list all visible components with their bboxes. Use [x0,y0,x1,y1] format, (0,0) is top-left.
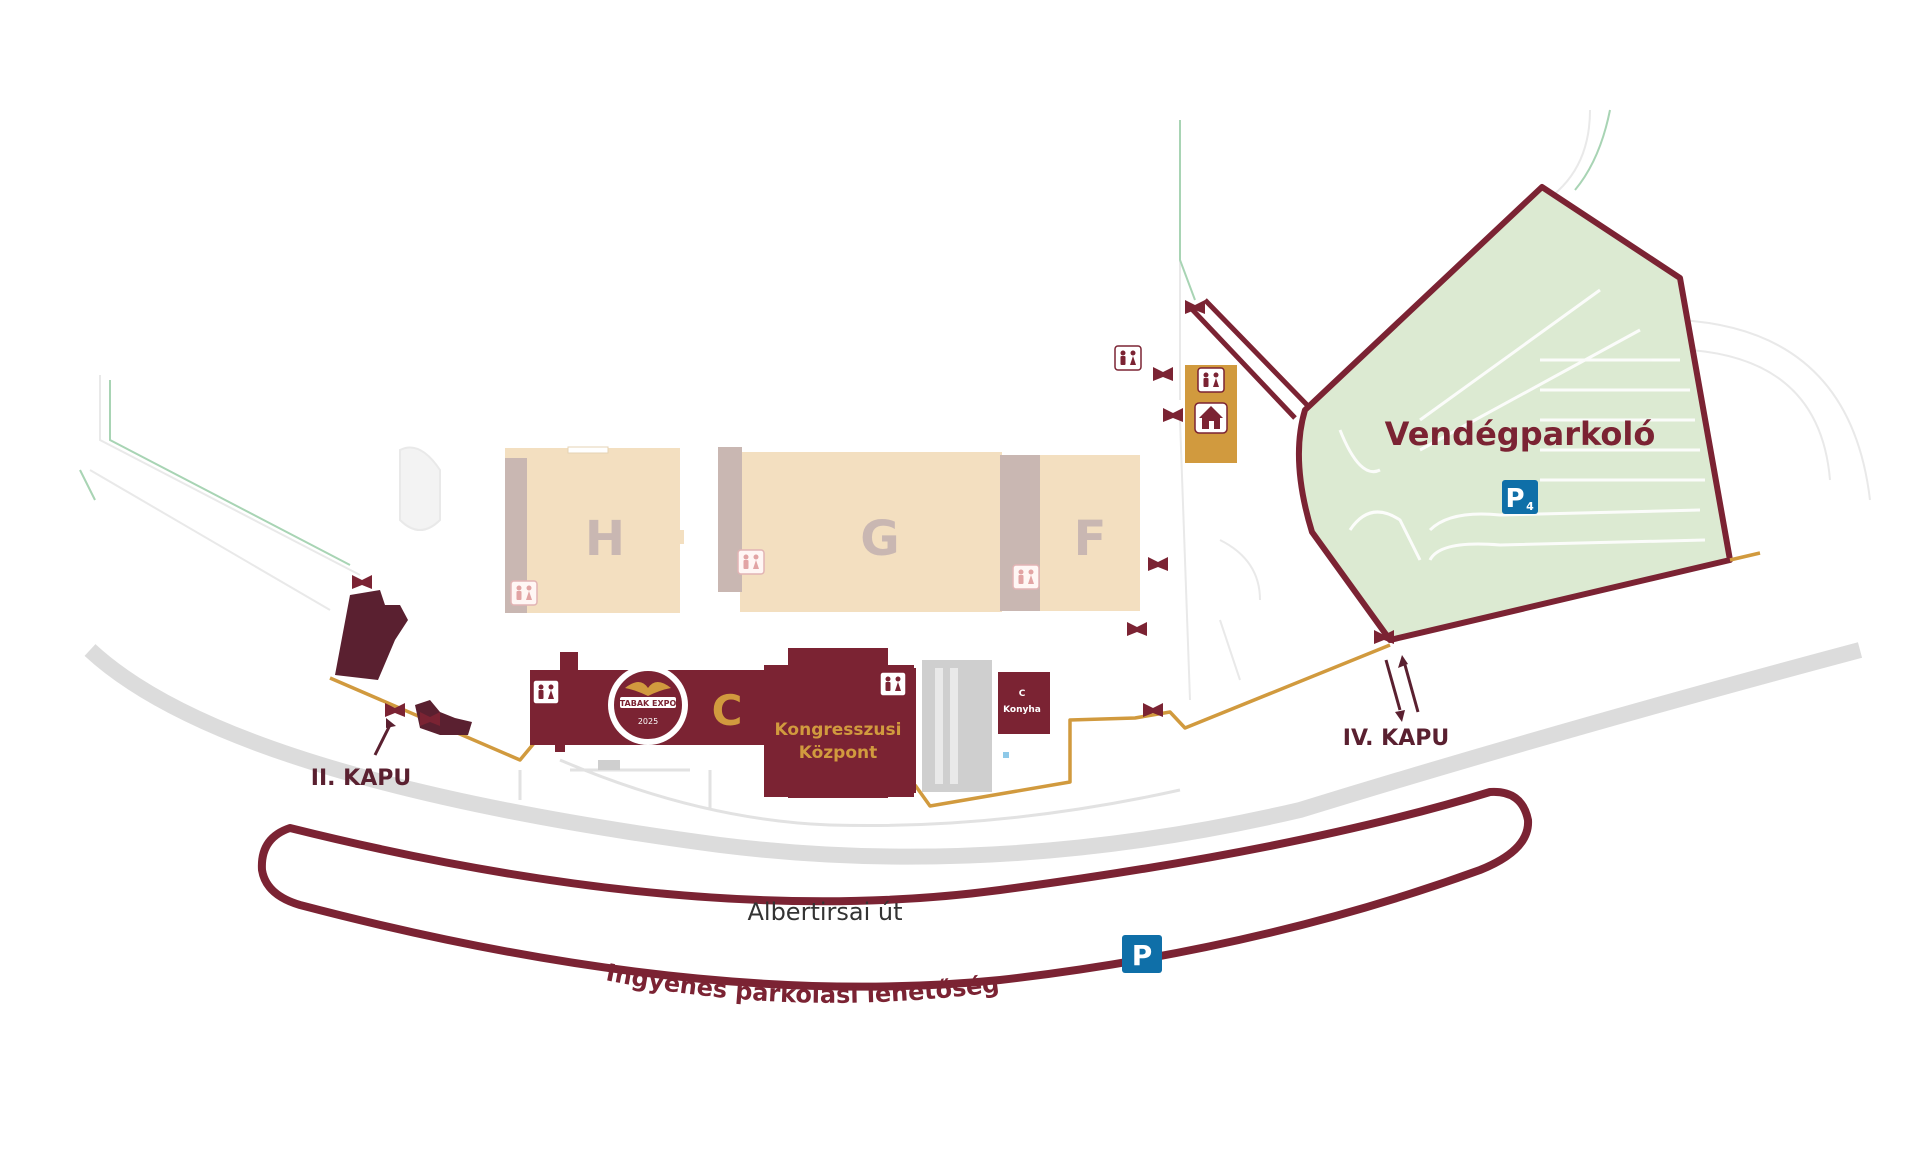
house-icon [1194,402,1228,434]
hall-c-label: C [712,686,743,735]
flag-marker-icon [352,575,372,589]
hall-f-label: F [1074,511,1107,567]
flag-marker-icon [1153,367,1173,381]
arrow-icon [373,718,396,756]
guest-parking-sign: P [1505,484,1524,514]
gate-4-label: IV. KAPU [1343,726,1449,751]
albertirsai-road [84,642,1863,865]
kitchen-building: C Konyha [998,672,1050,734]
restroom-icon [879,671,907,697]
free-parking-sign: P [1132,939,1153,972]
gate-2-label: II. KAPU [311,766,411,791]
fence-line [329,551,1761,808]
grey-pavilion [922,660,992,792]
free-parking-label: Ingyenes parkolási lehetőség [604,958,1001,1008]
hall-g-label: G [860,511,899,567]
kitchen-line1: C [1019,689,1026,699]
free-parking-label-text: Ingyenes parkolási lehetőség [604,958,1001,1008]
congress-center: Kongresszusi Központ [764,648,916,798]
parking-sign-icon: P [1122,935,1162,973]
flag-marker-icon [1127,622,1147,636]
guest-parking-sign-sub: 4 [1526,500,1534,513]
restroom-icon [1114,345,1142,371]
tabak-expo-logo: TABAK EXPO 2025 [608,665,688,745]
gate-4: IV. KAPU [1343,655,1449,751]
hall-h: H [505,446,684,613]
congress-line1: Kongresszusi [775,720,902,740]
congress-line2: Központ [799,743,878,763]
service-building [1185,365,1237,463]
road-label: Albertirsai út [747,898,902,926]
hall-f: F [1000,455,1140,611]
gate-2: II. KAPU [311,718,411,791]
hall-h-label: H [585,511,625,567]
logo-name: TABAK EXPO [620,699,677,708]
logo-year: 2025 [638,717,658,726]
free-parking-area [257,787,1533,991]
arrow-icon [1384,655,1420,722]
parking-sign-icon: P 4 [1502,480,1538,514]
kitchen-line2: Konyha [1003,705,1041,715]
hall-g: G [718,447,1002,612]
flag-marker-icon [1163,408,1183,422]
flag-marker-icon [1148,557,1168,571]
entry-corridor [1186,298,1312,420]
restroom-icon [1012,564,1040,590]
gate2-buildings [335,590,620,770]
small-marker [1003,752,1009,758]
footpaths [79,109,1611,566]
restroom-icon [532,679,560,705]
restroom-icon [737,549,765,575]
building-c: TABAK EXPO 2025 C [530,652,788,752]
guest-parking-area [1295,184,1733,643]
restroom-icon [510,580,538,606]
restroom-icon [1197,367,1225,393]
guest-parking-label: Vendégparkoló [1385,415,1656,453]
